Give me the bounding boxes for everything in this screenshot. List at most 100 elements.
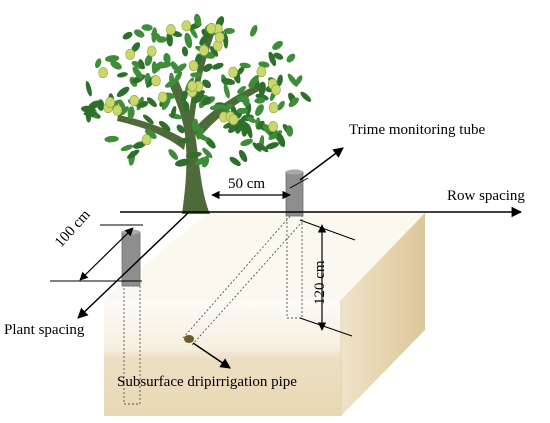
olive-leaf: [105, 55, 120, 63]
olive-leaf: [248, 75, 259, 88]
olive-leaf: [222, 103, 234, 110]
olive-leaf: [158, 120, 171, 132]
trime-tube-label: Trime monitoring tube: [349, 122, 486, 138]
olive-fruit: [188, 60, 199, 72]
olive-leaf: [286, 125, 294, 137]
olive-fruit: [147, 45, 157, 57]
olive-leaf: [256, 142, 269, 153]
olive-leaf: [250, 25, 258, 37]
olive-leaf: [142, 114, 154, 125]
olive-fruit: [206, 23, 216, 35]
olive-leaf: [209, 46, 219, 57]
olive-leaf: [223, 27, 235, 35]
olive-fruit: [166, 24, 176, 36]
olive-fruit: [141, 134, 152, 146]
olive-leaf: [202, 147, 213, 159]
olive-leaf: [164, 80, 176, 88]
olive-leaf: [252, 142, 262, 152]
dim-120-label: 120 cm: [312, 260, 328, 305]
olive-fruit: [268, 102, 279, 114]
olive-fruit: [125, 48, 135, 60]
olive-leaf: [223, 83, 230, 99]
olive-leaf: [288, 97, 299, 108]
olive-leaf: [132, 141, 146, 149]
olive-leaf: [120, 144, 134, 152]
olive-fruit: [112, 104, 123, 116]
olive-leaf: [173, 63, 187, 74]
olive-leaf: [221, 78, 236, 85]
olive-leaf: [131, 42, 141, 52]
olive-fruit: [151, 75, 161, 87]
olive-leaf: [258, 61, 270, 68]
soil-front-face: [104, 300, 341, 416]
olive-leaf: [189, 26, 198, 39]
olive-leaf: [191, 94, 205, 104]
olive-leaf: [182, 101, 190, 112]
olive-leaf: [163, 53, 171, 64]
olive-leaf: [237, 107, 249, 114]
olive-fruit: [256, 66, 267, 78]
olive-fruit: [199, 44, 209, 56]
olive-leaf: [173, 71, 183, 83]
olive-leaf: [181, 46, 189, 57]
olive-leaf: [178, 137, 190, 144]
olive-leaf: [151, 27, 158, 43]
olive-leaf: [255, 104, 264, 116]
olive-fruit: [129, 95, 139, 107]
olive-leaf: [168, 149, 179, 160]
olive-leaf: [236, 118, 245, 131]
olive-leaf: [176, 124, 185, 134]
olive-leaf: [295, 75, 303, 86]
olive-fruit: [228, 66, 238, 78]
olive-leaf: [116, 72, 128, 78]
olive-leaf: [209, 104, 225, 111]
annotations: [50, 147, 523, 369]
olive-leaf: [146, 97, 157, 108]
drip-pipe-label: Subsurface dripirrigation pipe: [117, 374, 297, 390]
olive-leaf: [95, 58, 102, 69]
olive-leaf: [127, 149, 140, 159]
olive-fruit: [271, 84, 281, 96]
olive-fruit: [214, 31, 225, 43]
olive-leaf: [201, 96, 211, 106]
olive-leaf: [190, 72, 203, 78]
olive-leaf: [194, 157, 208, 166]
olive-leaf: [265, 142, 280, 150]
plant-spacing-label: Plant spacing: [4, 322, 85, 338]
olive-leaf: [286, 53, 296, 63]
olive-tree-icon: [81, 13, 312, 214]
olive-fruit: [157, 91, 168, 103]
olive-fruit: [187, 80, 197, 92]
olive-leaf: [239, 62, 251, 69]
olive-leaf: [272, 40, 283, 50]
olive-leaf: [254, 97, 266, 104]
dim-50-ext: [289, 177, 309, 189]
olive-leaf: [138, 59, 145, 70]
olive-leaf: [118, 99, 126, 111]
olive-leaf: [194, 90, 205, 98]
olive-leaf: [144, 54, 153, 67]
olive-leaf: [132, 66, 143, 80]
inclined-tube-line-1: [182, 213, 293, 339]
olive-leaf: [242, 95, 250, 107]
soil-side-face: [341, 213, 425, 416]
drip-pipe-arrow: [192, 342, 231, 369]
olive-fruit: [105, 97, 115, 109]
olive-leaf: [276, 132, 286, 148]
dim-50-label: 50 cm: [228, 176, 266, 192]
olive-leaf: [228, 122, 240, 133]
olive-leaf: [144, 128, 157, 140]
tree-trunk: [168, 80, 210, 214]
olive-leaf: [238, 149, 248, 163]
olive-leaf: [229, 156, 241, 167]
olive-leaf: [116, 86, 130, 98]
olive-leaf: [185, 151, 202, 159]
olive-leaf: [119, 106, 129, 116]
olive-leaf: [276, 74, 283, 87]
row-spacing-label: Row spacing: [447, 188, 525, 204]
soil-top-face: [104, 213, 425, 300]
olive-leaf: [237, 85, 247, 94]
olive-leaf: [240, 138, 253, 147]
olive-leaf: [180, 90, 188, 102]
